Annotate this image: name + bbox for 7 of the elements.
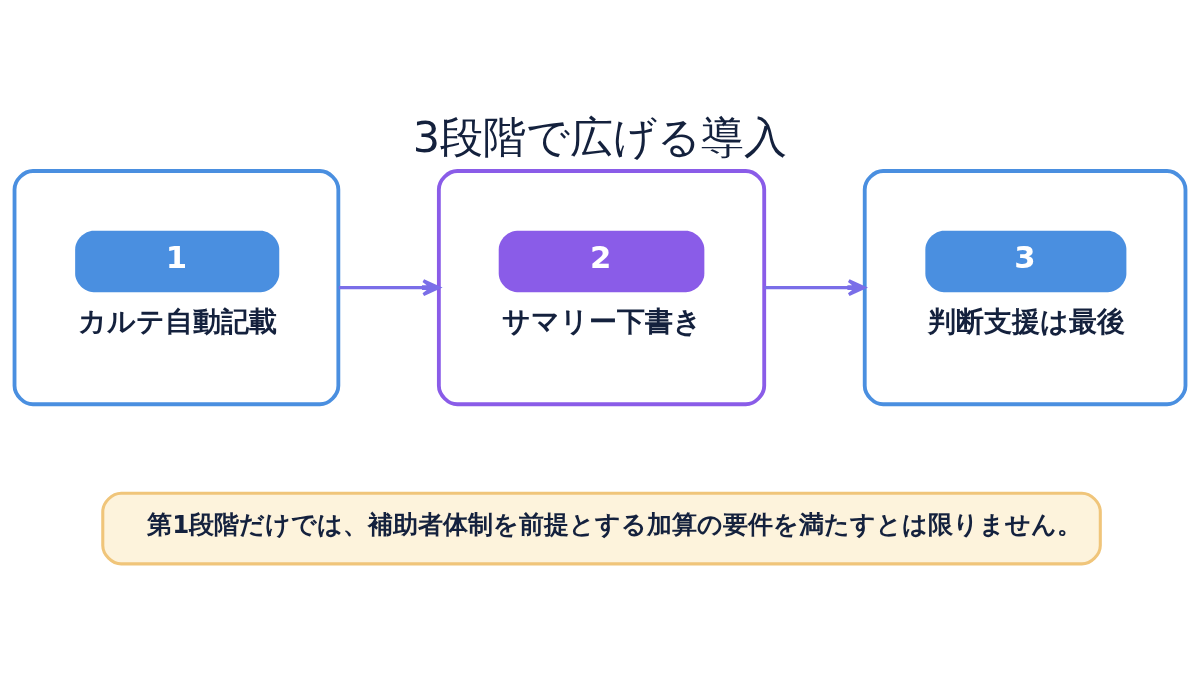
arrow	[338, 279, 441, 297]
node-box: 2 サマリー下書き	[436, 169, 767, 407]
diagram-title: 3段階で広げる導入	[412, 111, 788, 162]
arrow	[764, 279, 866, 297]
node-box: 3 判断支援は最後	[862, 169, 1188, 407]
node-box: 1 カルテ自動記載	[12, 169, 341, 407]
node-box: 第1段階だけでは、補助者体制を前提とする加算の要件を満たすとは限りません。	[101, 491, 1102, 566]
